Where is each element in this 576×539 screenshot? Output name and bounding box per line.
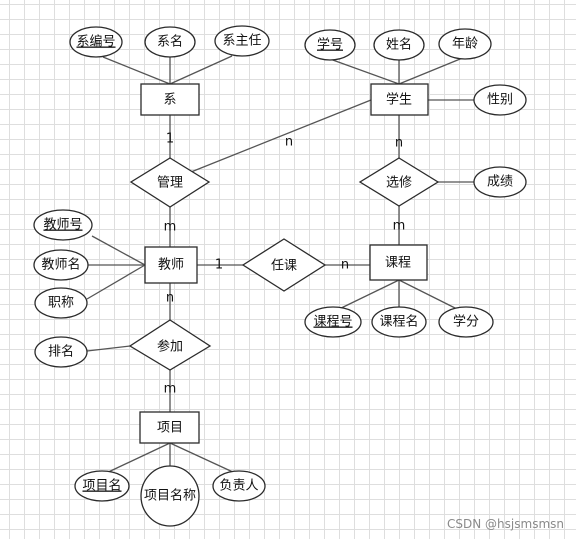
cardinality-participate-project: m — [164, 382, 177, 397]
attribute-course-name[interactable]: 课程名 — [371, 306, 427, 338]
connector-lines — [86, 55, 475, 476]
attribute-dept-id[interactable]: 系编号 — [69, 26, 123, 58]
attribute-course-id[interactable]: 课程号 — [304, 306, 362, 338]
cardinality-teacher-participate: n — [166, 291, 174, 306]
attribute-project-lead[interactable]: 负责人 — [212, 470, 266, 502]
cardinality-manage-teacher: m — [164, 220, 177, 235]
attribute-teacher-name[interactable]: 教师名 — [33, 249, 89, 281]
attribute-dept-id-label: 系编号 — [76, 35, 115, 50]
attribute-student-gender-label: 性别 — [487, 93, 513, 108]
relationship-teach[interactable]: 任课 — [241, 238, 327, 292]
cardinality-teacher-teach: 1 — [215, 258, 223, 273]
entity-teacher[interactable]: 教师 — [144, 246, 198, 284]
relationship-participate[interactable]: 参加 — [128, 319, 212, 371]
entity-dept[interactable]: 系 — [140, 83, 200, 116]
attribute-teacher-title-label: 职称 — [48, 296, 74, 311]
line-student-age — [398, 56, 466, 85]
cardinality-dept-manage: 1 — [166, 132, 174, 147]
attribute-teacher-id-label: 教师号 — [43, 217, 82, 233]
relationship-manage[interactable]: 管理 — [129, 157, 211, 208]
attribute-rank-label: 排名 — [48, 344, 74, 360]
entity-course-label: 课程 — [385, 256, 411, 271]
line-dept-id — [102, 56, 171, 85]
line-teacher-id — [91, 235, 146, 266]
attribute-student-gender[interactable]: 性别 — [473, 84, 527, 116]
attribute-grade-label: 成绩 — [487, 175, 513, 190]
attribute-dept-head[interactable]: 系主任 — [214, 25, 270, 57]
attribute-teacher-id[interactable]: 教师号 — [33, 209, 93, 241]
attribute-project-fullname-label: 项目名称 — [144, 488, 196, 504]
relationship-participate-label: 参加 — [157, 339, 183, 355]
line-project-lead — [169, 442, 236, 474]
attribute-dept-name-label: 系名 — [157, 34, 183, 50]
cardinality-teach-course: n — [341, 258, 349, 273]
attribute-teacher-name-label: 教师名 — [41, 257, 80, 273]
attribute-student-name-label: 姓名 — [386, 37, 412, 53]
line-course-credit — [398, 279, 464, 313]
line-dept-head — [169, 55, 233, 85]
attribute-project-lead-label: 负责人 — [219, 479, 258, 494]
line-course-id — [332, 279, 400, 313]
line-project-id — [101, 442, 171, 476]
line-student-id — [329, 58, 400, 85]
cardinality-elective-course: m — [393, 219, 406, 234]
entity-project-label: 项目 — [157, 421, 183, 436]
attribute-course-credit[interactable]: 学分 — [438, 306, 494, 338]
attribute-student-age-label: 年龄 — [452, 37, 478, 52]
entity-course[interactable]: 课程 — [369, 244, 428, 281]
watermark: CSDN @hsjsmsmsn — [447, 517, 564, 531]
relationship-teach-label: 任课 — [271, 259, 297, 274]
entity-student-label: 学生 — [386, 92, 412, 108]
cardinality-student-elective: n — [395, 136, 403, 151]
relationship-manage-label: 管理 — [157, 176, 183, 191]
attribute-student-id[interactable]: 学号 — [304, 29, 356, 61]
line-rank-participate — [86, 345, 131, 352]
attribute-student-age[interactable]: 年龄 — [438, 28, 492, 60]
attribute-course-credit-label: 学分 — [453, 314, 479, 330]
entity-teacher-label: 教师 — [158, 257, 184, 273]
attribute-course-id-label: 课程号 — [313, 315, 352, 330]
attribute-dept-name[interactable]: 系名 — [144, 26, 196, 58]
cardinality-manage-student: n — [285, 135, 293, 150]
attribute-dept-head-label: 系主任 — [222, 34, 261, 49]
relationship-elective-label: 选修 — [386, 176, 412, 191]
attribute-project-id-label: 项目名 — [82, 478, 121, 494]
attribute-grade[interactable]: 成绩 — [473, 166, 527, 198]
entity-dept-label: 系 — [163, 93, 176, 108]
attribute-project-fullname[interactable]: 项目名称 — [140, 465, 200, 527]
line-teacher-title — [86, 264, 146, 300]
line-manage-student — [190, 99, 372, 173]
entity-project[interactable]: 项目 — [139, 411, 200, 444]
attribute-course-name-label: 课程名 — [379, 314, 418, 330]
attribute-rank[interactable]: 排名 — [34, 336, 88, 368]
attribute-student-id-label: 学号 — [317, 37, 343, 53]
entity-student[interactable]: 学生 — [370, 83, 429, 116]
cardinality-labels: 1 n m n m 1 n n m — [164, 132, 406, 397]
relationship-elective[interactable]: 选修 — [358, 157, 440, 207]
attribute-student-name[interactable]: 姓名 — [373, 29, 425, 61]
attribute-teacher-title[interactable]: 职称 — [34, 287, 88, 319]
attribute-project-id[interactable]: 项目名 — [74, 470, 130, 502]
